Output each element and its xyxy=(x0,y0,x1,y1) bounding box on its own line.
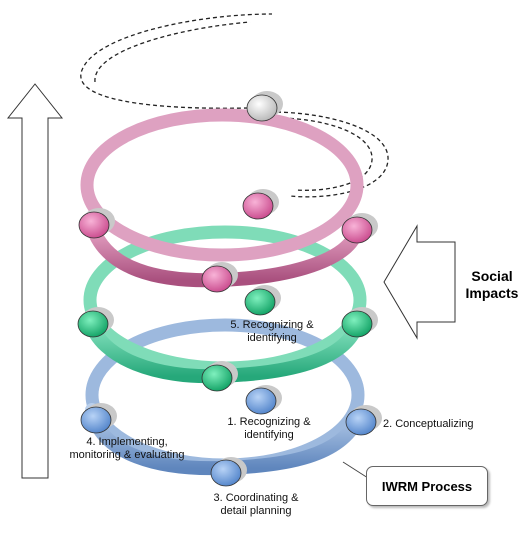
social-impacts-arrow xyxy=(383,224,456,340)
step4-label: 4. Implementing, monitoring & evaluating xyxy=(69,436,185,461)
pink-nodes xyxy=(78,189,378,293)
node-step5 xyxy=(244,288,276,316)
iwrm-process-box: IWRM Process xyxy=(366,466,488,506)
dashed-spiral-loop-outer xyxy=(80,13,273,109)
step2-label: 2. Conceptualizing xyxy=(383,418,474,430)
node-step1 xyxy=(245,387,277,415)
social-impacts-label: Social Impacts xyxy=(465,268,519,301)
node-step3 xyxy=(210,459,242,487)
node-step4 xyxy=(80,406,112,434)
dashed-spiral-loop-inner xyxy=(94,21,251,83)
green-nodes xyxy=(77,285,378,392)
progress-up-arrow xyxy=(6,83,64,479)
iwrm-process-label: IWRM Process xyxy=(381,478,473,494)
node-top-white xyxy=(246,94,278,122)
step1-label: 1. Recognizing & identifying xyxy=(227,416,311,441)
step5-label: 5. Recognizing & identifying xyxy=(230,319,314,344)
dashed-spiral-loop-right-2 xyxy=(275,117,373,191)
step3-label: 3. Coordinating & detail planning xyxy=(213,492,299,517)
blue-nodes xyxy=(80,385,382,487)
dashed-spiral-loop-right xyxy=(269,111,389,198)
pink-ring-back xyxy=(80,108,364,262)
node-step2 xyxy=(345,408,377,436)
process-box-connector xyxy=(342,461,369,479)
